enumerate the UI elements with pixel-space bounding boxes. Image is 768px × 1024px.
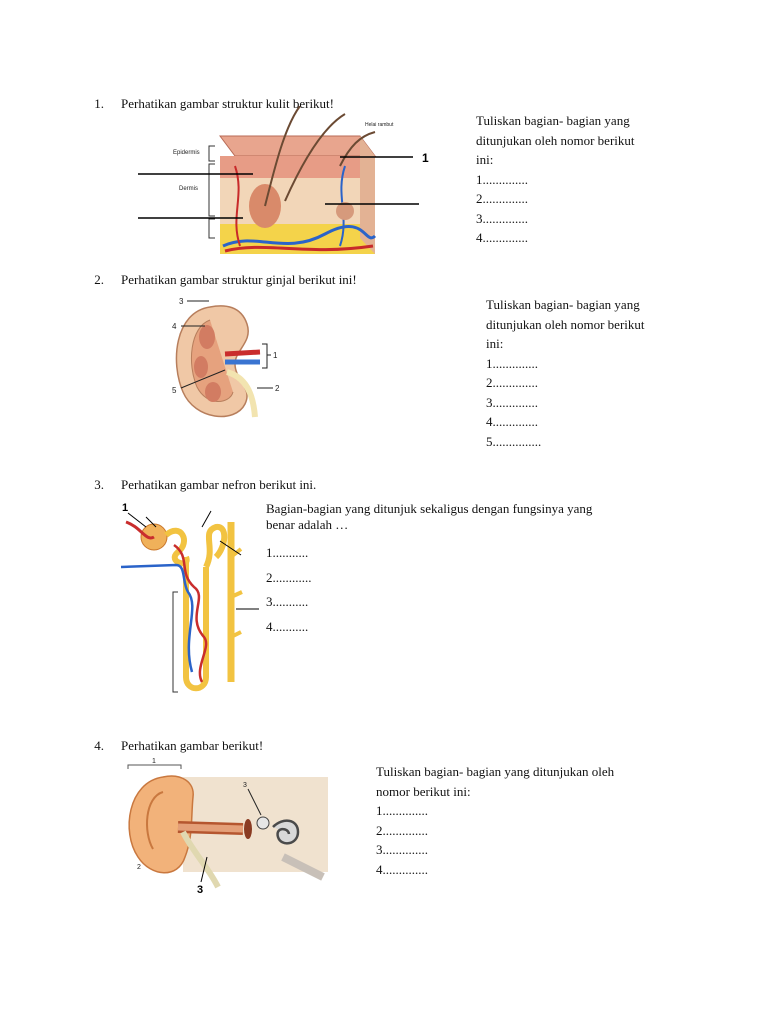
- answer-blank[interactable]: 4..............: [476, 230, 528, 245]
- instruction-line: Tuliskan bagian- bagian yang: [476, 113, 630, 128]
- label-hair: Helai rambut: [365, 122, 394, 128]
- question-prompt: Perhatikan gambar berikut!: [121, 738, 264, 753]
- label-3-bottom: 3: [197, 884, 203, 896]
- label-1: 1: [122, 502, 128, 514]
- label-number-1: 1: [422, 151, 429, 165]
- answer-blank[interactable]: 2..............: [376, 822, 428, 838]
- answer-blank[interactable]: 3..............: [376, 842, 428, 857]
- answer-blank[interactable]: 1..............: [486, 355, 538, 371]
- question-number: 1.: [94, 96, 104, 111]
- answer-blank[interactable]: 4...........: [266, 618, 309, 634]
- answer-blank[interactable]: 3..............: [476, 210, 528, 226]
- skin-structure-figure: Epidermis Dermis Helai rambut 1: [138, 106, 429, 254]
- instruction-line: nomor berikut ini:: [376, 783, 471, 799]
- instruction-line: Bagian-bagian yang ditunjuk sekaligus de…: [266, 501, 593, 516]
- instruction-line: Tuliskan bagian- bagian yang: [486, 297, 640, 312]
- instruction-line: Tuliskan bagian- bagian yang ditunjukan …: [376, 764, 615, 779]
- label-epidermis: Epidermis: [173, 150, 200, 156]
- answer-blank[interactable]: 1..............: [376, 803, 428, 818]
- question-number: 4.: [94, 738, 104, 753]
- answer-blank[interactable]: 2..............: [486, 375, 538, 390]
- answer-blank[interactable]: 4..............: [486, 414, 538, 429]
- question-number: 3.: [94, 477, 104, 492]
- answer-blank[interactable]: 3..............: [486, 394, 538, 410]
- answer-blank[interactable]: 2............: [266, 569, 312, 585]
- label-5: 5: [172, 386, 177, 395]
- question-prompt: Perhatikan gambar struktur kulit berikut…: [121, 96, 335, 111]
- answer-block: 1........... 2............ 3........... …: [266, 541, 312, 639]
- label-4: 4: [172, 322, 177, 331]
- nephron-figure: 1: [120, 502, 259, 693]
- instruction-line: ditunjukan oleh nomor berikut: [486, 316, 645, 332]
- question-number: 2.: [94, 272, 104, 287]
- instruction-line: ini:: [476, 152, 494, 167]
- kidney-structure-figure: 3 4 5 1 2: [172, 297, 280, 418]
- instruction-block: Bagian-bagian yang ditunjuk sekaligus de…: [266, 501, 592, 533]
- answer-blank[interactable]: 1...........: [266, 545, 309, 560]
- instruction-line: ini:: [486, 336, 504, 351]
- instruction-block: Tuliskan bagian- bagian yang ditunjukan …: [486, 295, 645, 451]
- instruction-line: ditunjukan oleh nomor berikut: [476, 132, 635, 148]
- ear-structure-figure: 1 2 3 3: [127, 758, 328, 896]
- question-prompt: Perhatikan gambar struktur ginjal beriku…: [121, 272, 357, 287]
- instruction-line: benar adalah …: [266, 517, 349, 532]
- answer-blank[interactable]: 5...............: [486, 433, 542, 449]
- label-dermis: Dermis: [179, 186, 198, 192]
- label-3: 3: [179, 297, 184, 306]
- answer-blank[interactable]: 1..............: [476, 171, 528, 187]
- label-1: 1: [152, 758, 156, 765]
- label-3-middle: 3: [243, 782, 247, 789]
- question-prompt: Perhatikan gambar nefron berikut ini.: [121, 477, 317, 492]
- label-2: 2: [275, 384, 280, 393]
- label-1: 1: [273, 351, 278, 360]
- answer-blank[interactable]: 2..............: [476, 191, 528, 206]
- answer-blank[interactable]: 4..............: [376, 861, 428, 877]
- instruction-block: Tuliskan bagian- bagian yang ditunjukan …: [376, 762, 614, 879]
- label-2: 2: [137, 864, 141, 871]
- instruction-block: Tuliskan bagian- bagian yang ditunjukan …: [476, 111, 635, 248]
- answer-blank[interactable]: 3...........: [266, 594, 309, 609]
